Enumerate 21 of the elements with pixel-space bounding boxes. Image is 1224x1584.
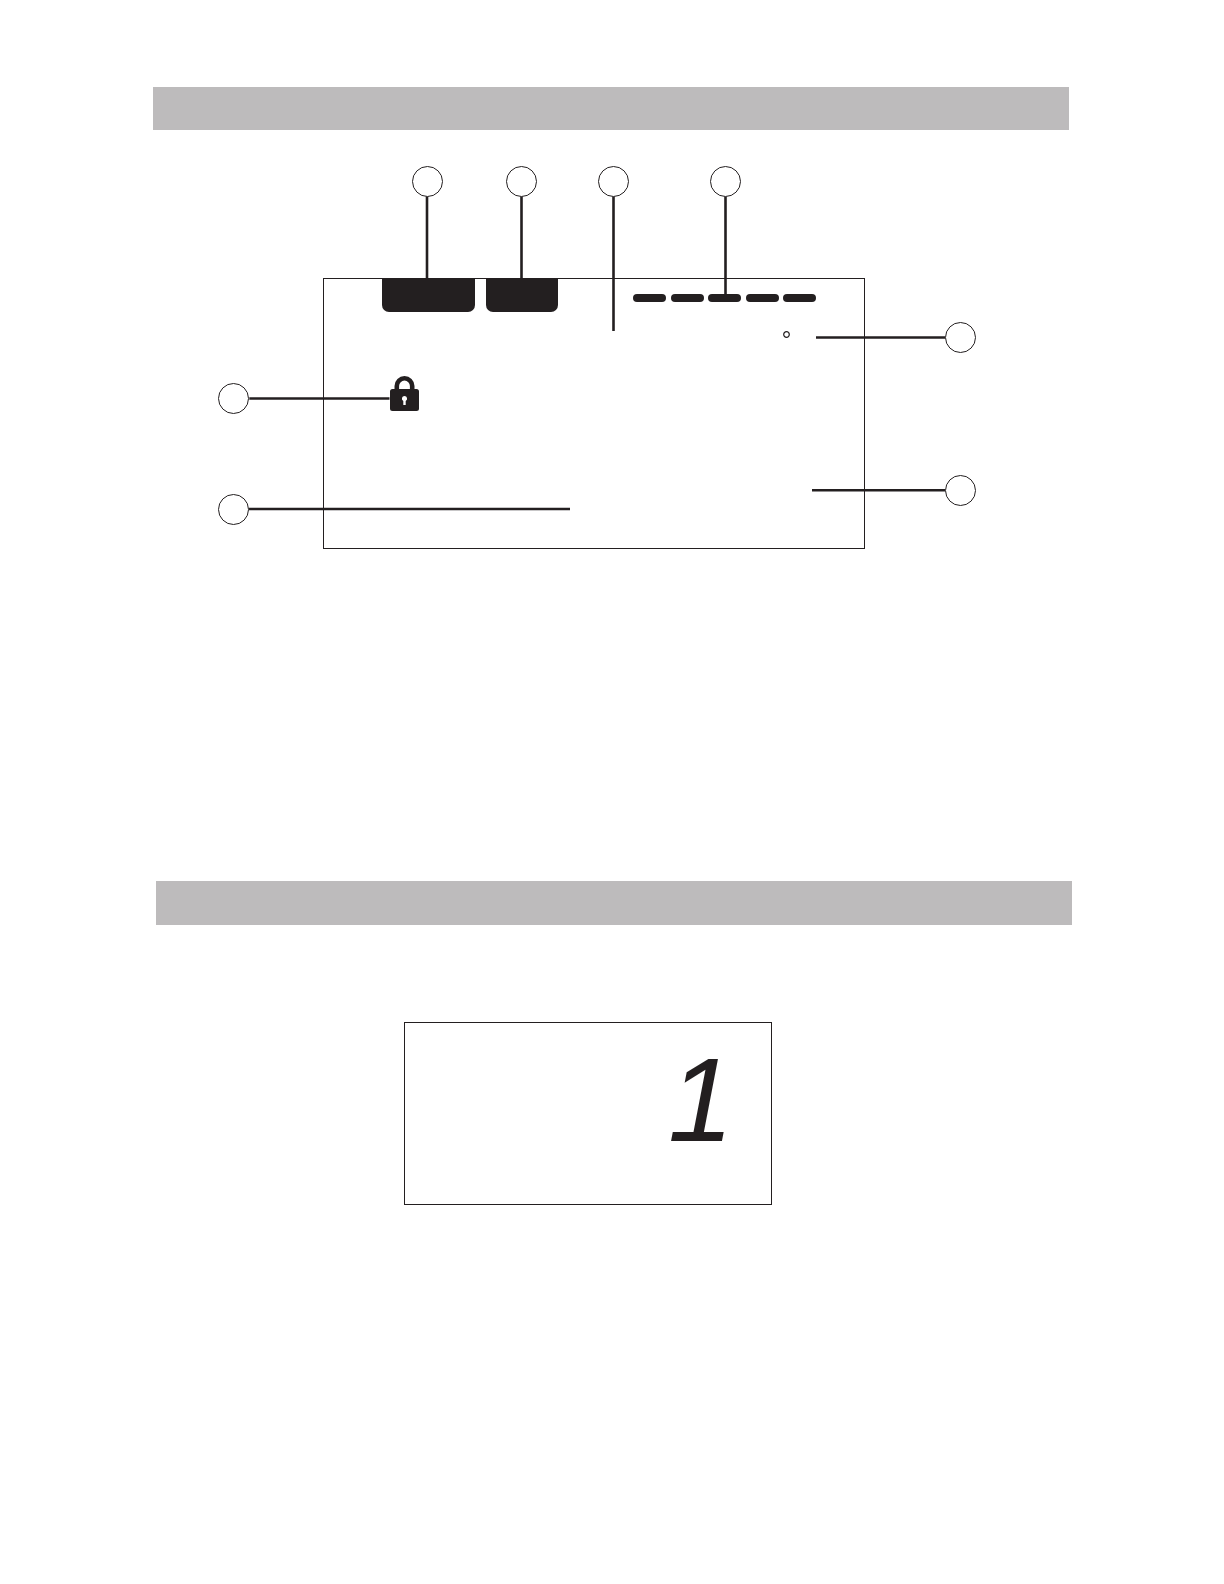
leader-line bbox=[249, 397, 390, 400]
callout-circle bbox=[598, 165, 629, 197]
leader-line bbox=[612, 196, 615, 331]
leader-line bbox=[724, 196, 727, 294]
callout-circle bbox=[217, 493, 249, 525]
leader-line bbox=[816, 336, 946, 339]
callout-circle bbox=[945, 474, 977, 506]
leader-line bbox=[812, 489, 946, 492]
lcd-segment bbox=[486, 279, 558, 312]
lcd-bar-segment bbox=[708, 294, 741, 302]
callout-circle bbox=[710, 165, 741, 197]
lock-icon bbox=[389, 374, 419, 411]
leader-line bbox=[248, 507, 570, 511]
callout-circle bbox=[945, 322, 977, 353]
callout-circle bbox=[506, 165, 537, 197]
leader-line bbox=[520, 196, 523, 279]
callout-circle bbox=[218, 383, 250, 414]
segment-digit: 1 bbox=[668, 1050, 734, 1151]
callout-circle bbox=[411, 165, 443, 197]
leader-line bbox=[425, 196, 429, 279]
lcd-segment bbox=[381, 279, 475, 312]
